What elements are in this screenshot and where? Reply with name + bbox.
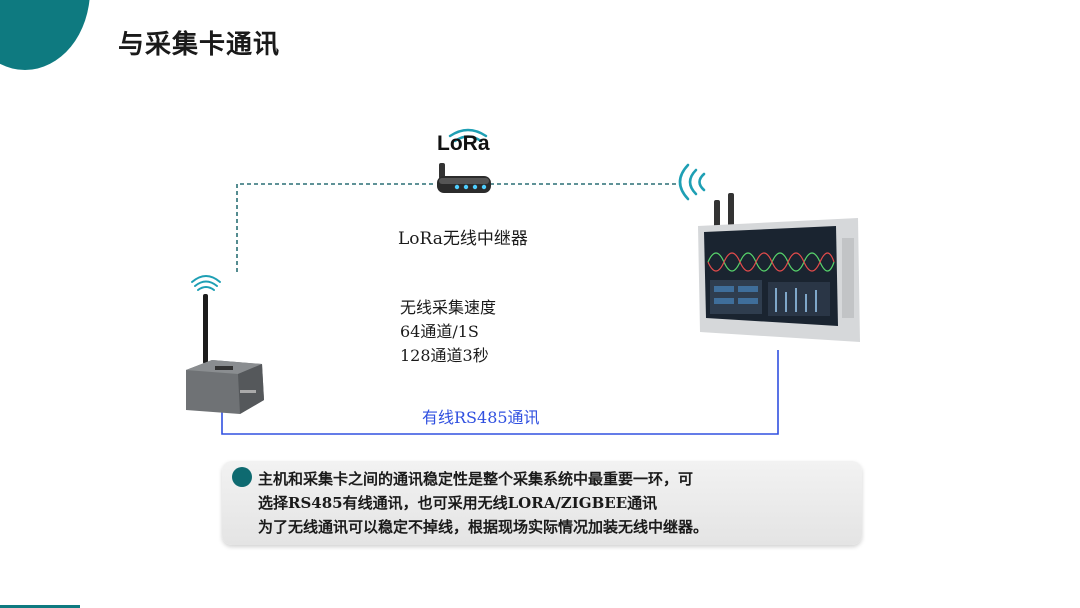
speed-info: 无线采集速度 64通道/1S 128通道3秒 xyxy=(400,296,496,368)
lora-repeater-device xyxy=(437,163,491,193)
bottom-accent-bar xyxy=(0,605,80,608)
wired-link-line xyxy=(221,350,779,435)
bullet-icon xyxy=(232,467,252,487)
speed-line-128: 128通道3秒 xyxy=(400,346,489,365)
lora-signal-icon xyxy=(448,128,488,143)
info-box: 主机和采集卡之间的通讯稳定性是整个采集系统中最重要一环，可 选择RS485有线通… xyxy=(222,461,862,545)
info-line-3: 为了无线通讯可以稳定不掉线，根据现场实际情况加装无线中继器。 xyxy=(258,518,709,536)
speed-title: 无线采集速度 xyxy=(400,298,497,317)
info-line-2: 选择RS485有线通讯，也可采用无线LORA/ZIGBEE通讯 xyxy=(258,494,658,512)
acquisition-card-device xyxy=(186,275,264,414)
wifi-signal-icon xyxy=(191,275,221,291)
lora-logo: LoRa xyxy=(437,132,490,155)
repeater-label: LoRa无线中继器 xyxy=(398,229,528,249)
wired-link-label: 有线RS485通讯 xyxy=(422,408,540,427)
wireless-link-line xyxy=(236,183,676,272)
info-line-1: 主机和采集卡之间的通讯稳定性是整个采集系统中最重要一环，可 xyxy=(258,470,694,488)
info-text: 主机和采集卡之间的通讯稳定性是整个采集系统中最重要一环，可 选择RS485有线通… xyxy=(258,467,856,539)
wifi-signal-icon-host xyxy=(678,163,706,201)
speed-line-64: 64通道/1S xyxy=(400,322,479,341)
host-display-device xyxy=(678,163,860,342)
slide-title: 与采集卡通讯 xyxy=(118,30,281,60)
